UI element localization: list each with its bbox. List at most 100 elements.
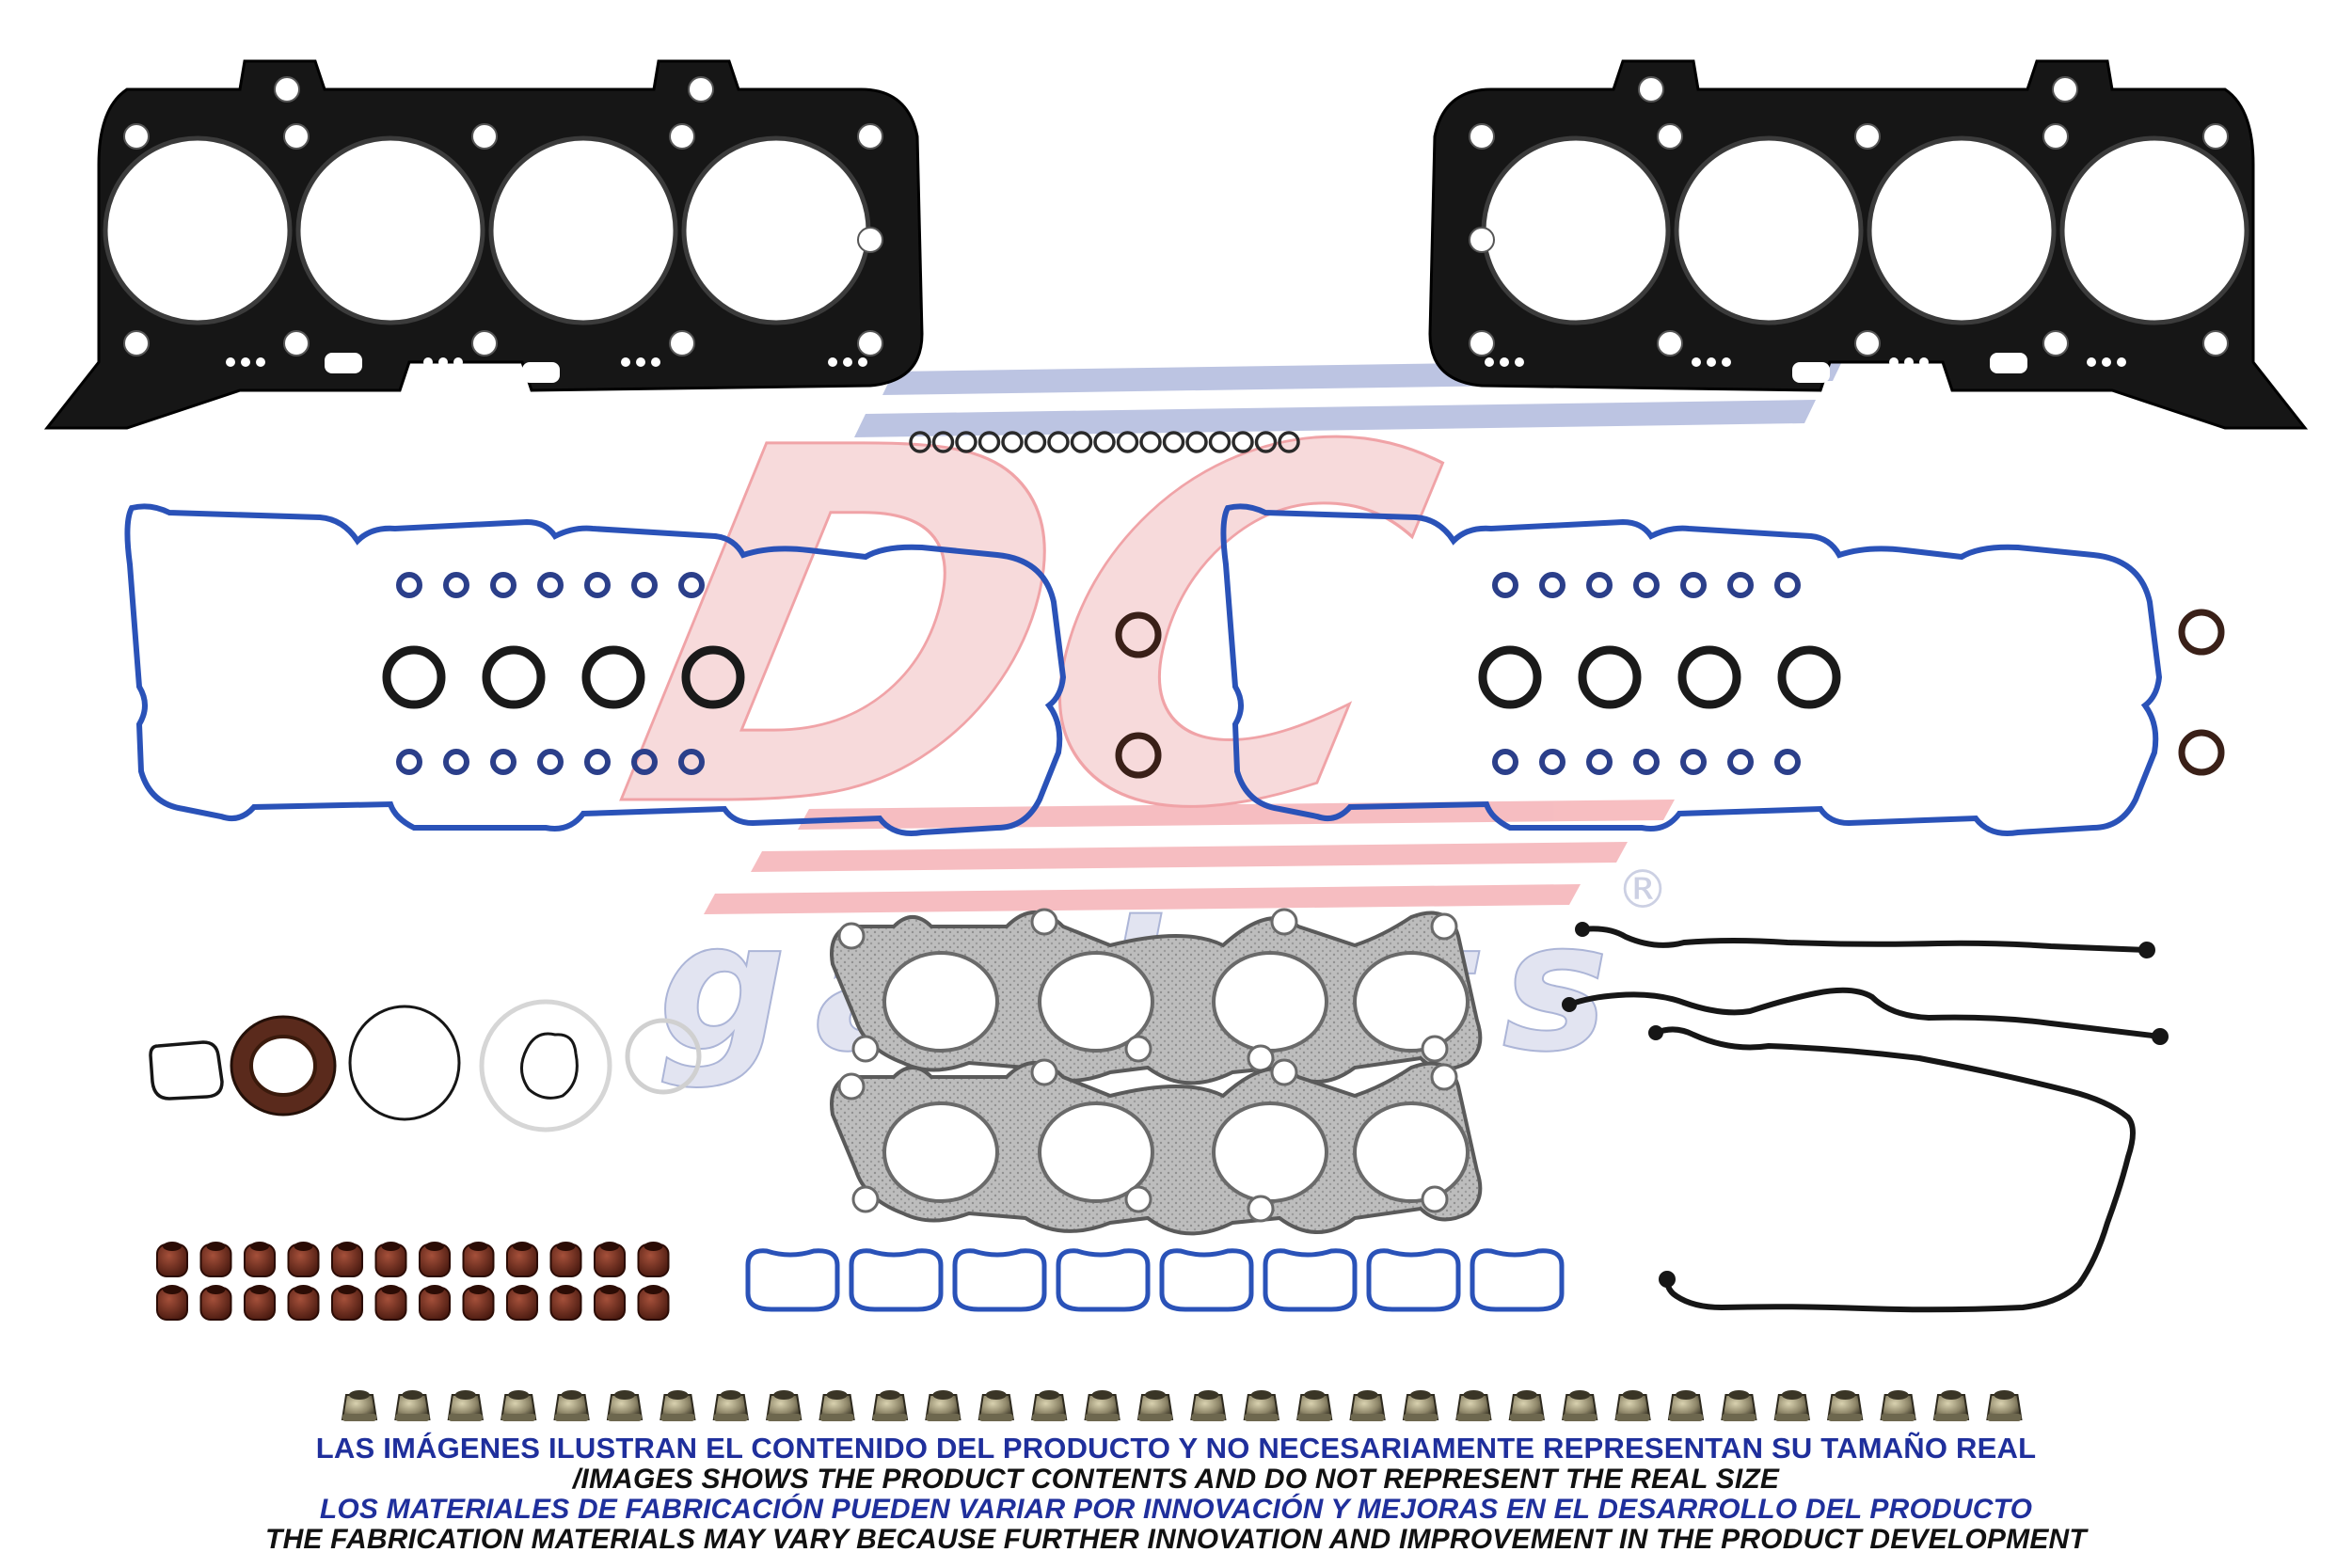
spark-plug-tube-seals	[341, 1390, 2023, 1421]
intake-manifold-gaskets	[745, 1248, 1565, 1312]
spark-oring-top	[537, 572, 564, 598]
bolt-hole	[857, 330, 883, 356]
cylinder-bore	[1481, 135, 1671, 325]
disclaimer-line-spanish-2: LOS MATERIALES DE FABRICACIÓN PUEDEN VAR…	[319, 1494, 2033, 1525]
tube-seal-top	[826, 1390, 848, 1400]
exhaust-port	[1353, 1101, 1470, 1203]
coolant-port	[636, 357, 645, 367]
head-gasket-right	[1428, 59, 2309, 430]
bolt-hole	[2042, 123, 2069, 150]
tube-seal-ring	[1404, 1414, 1438, 1421]
disclaimer-line-english-2: THE FABRICATION MATERIALS MAY VARY BECAU…	[265, 1524, 2087, 1555]
spark-oring-bottom	[1774, 749, 1801, 775]
spark-oring-top	[1727, 572, 1754, 598]
bolt-hole	[2202, 123, 2229, 150]
coolant-port	[1707, 357, 1716, 367]
small-oring	[1139, 431, 1162, 453]
tube-seal-ring	[1615, 1414, 1650, 1421]
coolant-port	[1485, 357, 1494, 367]
oil-slot	[1990, 353, 2027, 373]
cylinder-bore	[488, 135, 678, 325]
tube-seal-ring	[1085, 1414, 1120, 1421]
bolt-hole	[123, 330, 150, 356]
tube-seal-top	[561, 1390, 582, 1400]
intake-gasket	[1366, 1248, 1461, 1312]
bolt-hole	[283, 330, 310, 356]
small-oring	[1278, 431, 1300, 453]
bolt-hole	[274, 76, 300, 103]
spark-oring-bottom	[678, 749, 705, 775]
coolant-port	[2102, 357, 2111, 367]
crankshaft-seal-inner	[249, 1035, 317, 1097]
exhaust-bolt-hole	[1124, 1185, 1152, 1213]
tube-seal-ring	[978, 1414, 1013, 1421]
disclaimer-line-english-1: /IMAGES SHOWS THE PRODUCT CONTENTS AND D…	[572, 1464, 1780, 1495]
bolt-hole	[2052, 76, 2078, 103]
cylinder-bore	[295, 135, 485, 325]
small-oring	[1185, 431, 1208, 453]
spark-oring-bottom	[443, 749, 469, 775]
bolt-hole	[1469, 330, 1495, 356]
exhaust-bolt-hole	[1421, 1185, 1449, 1213]
exhaust-port	[1212, 1101, 1328, 1203]
tube-seal-ring	[713, 1414, 748, 1421]
tube-seal-top	[402, 1390, 423, 1400]
tube-seal-top	[508, 1390, 530, 1400]
exhaust-bolt-hole	[851, 1185, 880, 1213]
tube-seal-ring	[1934, 1414, 1968, 1421]
tube-seal-ring	[1881, 1414, 1915, 1421]
stem-seal-top	[425, 1285, 444, 1294]
tube-seal-top	[1569, 1390, 1591, 1400]
bolt-hole	[123, 123, 150, 150]
bolt-hole	[471, 330, 498, 356]
tube-seal-top	[773, 1390, 795, 1400]
stem-seal-top	[338, 1285, 357, 1294]
bolt-hole	[2202, 330, 2229, 356]
tube-seal-top	[1410, 1390, 1431, 1400]
tube-seal-top	[1622, 1390, 1644, 1400]
tube-oring	[382, 645, 446, 709]
stem-seal-top	[250, 1242, 269, 1251]
spark-oring-top	[1680, 572, 1707, 598]
exhaust-bolt-hole	[851, 1035, 880, 1063]
exhaust-bolt-hole	[1270, 1058, 1298, 1086]
tube-seal-top	[985, 1390, 1007, 1400]
misc-seals	[149, 999, 702, 1132]
tube-seal-top	[1145, 1390, 1166, 1400]
spark-oring-top	[396, 572, 422, 598]
small-oring	[1047, 431, 1070, 453]
valve-stem-seals	[156, 1242, 670, 1321]
valve-cover-right	[1220, 503, 2163, 836]
coolant-port	[1692, 357, 1701, 367]
small-oring	[1208, 431, 1232, 453]
exhaust-port	[882, 951, 999, 1053]
disclaimer-line-spanish-1: LAS IMÁGENES ILUSTRAN EL CONTENIDO DEL P…	[315, 1432, 2037, 1465]
coolant-port	[226, 357, 235, 367]
small-oring	[955, 431, 977, 453]
loose-seal	[2178, 609, 2225, 656]
small-oring	[1254, 431, 1278, 453]
stem-seal-top	[556, 1242, 576, 1251]
coolant-port	[453, 357, 463, 367]
intake-gasket	[952, 1248, 1047, 1312]
spark-oring-top	[1586, 572, 1613, 598]
cylinder-bore	[681, 135, 871, 325]
stem-seal-top	[163, 1242, 182, 1251]
small-oring	[931, 431, 955, 453]
valve-cover-left	[124, 503, 1067, 836]
tube-seal-ring	[819, 1414, 854, 1421]
small-oring	[1232, 431, 1254, 453]
tube-oring	[1777, 645, 1841, 709]
tube-seal-ring	[1032, 1414, 1067, 1421]
tube-seal-ring	[608, 1414, 642, 1421]
stem-seal-top	[294, 1242, 313, 1251]
bolt-hole	[1469, 123, 1495, 150]
tube-seal-top	[1781, 1390, 1803, 1400]
logo-brand-letters: DC	[586, 346, 1472, 915]
spark-oring-top	[631, 572, 658, 598]
exhaust-gasket-upper	[830, 908, 1483, 1085]
loose-seal	[1115, 611, 1162, 658]
coolant-port	[1722, 357, 1731, 367]
spark-oring-top	[443, 572, 469, 598]
bolt-hole	[1657, 123, 1683, 150]
